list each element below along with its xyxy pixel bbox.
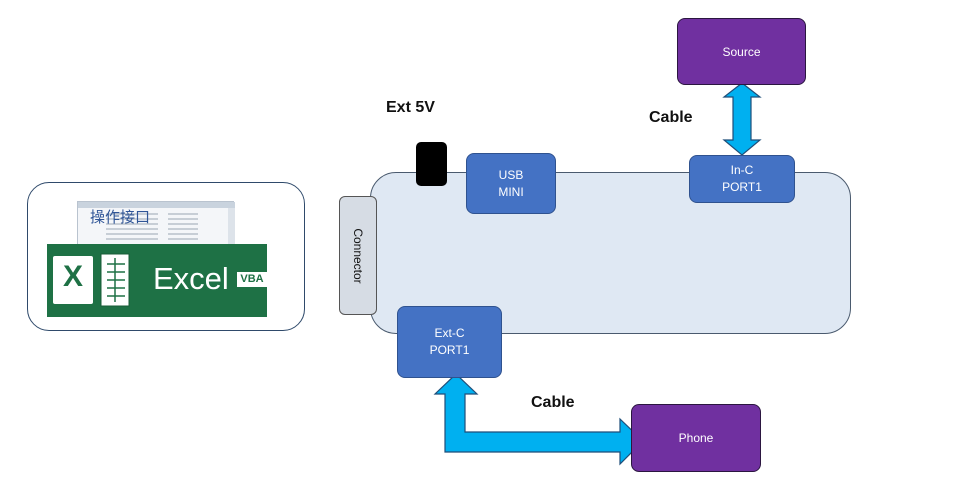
excel-logo-icon <box>53 253 130 307</box>
usb-mini-port: USB MINI <box>466 153 556 214</box>
chinese-interface-label: 操作接口 <box>90 208 151 226</box>
in-c-line2: PORT1 <box>722 180 762 194</box>
cable-arrow-extc-phone <box>433 373 644 466</box>
vba-badge: VBA <box>237 272 267 287</box>
ext-5v-jack <box>416 142 447 186</box>
ext-c-line1: Ext-C <box>434 326 465 340</box>
cable-label-bottom: Cable <box>531 394 575 411</box>
usb-mini-line2: MINI <box>498 184 524 199</box>
excel-x-letter: X <box>63 260 84 293</box>
usb-mini-line1: USB <box>498 167 524 182</box>
cable-arrow-source-inc <box>722 82 762 156</box>
connector-label: Connector <box>351 227 365 284</box>
phone-device: Phone <box>631 404 761 472</box>
excel-banner: X Excel VBA <box>47 244 267 317</box>
in-c-line1: In-C <box>730 163 754 177</box>
cable-label-top: Cable <box>649 109 693 126</box>
ext-c-port1: Ext-C PORT1 <box>397 306 502 378</box>
in-c-port1: In-C PORT1 <box>689 155 795 203</box>
excel-wordmark: Excel <box>153 261 229 296</box>
source-label: Source <box>722 44 761 59</box>
connector: Connector <box>339 196 377 315</box>
phone-label: Phone <box>678 431 714 445</box>
ext-5v-label: Ext 5V <box>386 99 435 116</box>
ext-c-line2: PORT1 <box>429 343 470 357</box>
source-device: Source <box>677 18 806 85</box>
screenshot-rows-graphic <box>78 202 235 252</box>
